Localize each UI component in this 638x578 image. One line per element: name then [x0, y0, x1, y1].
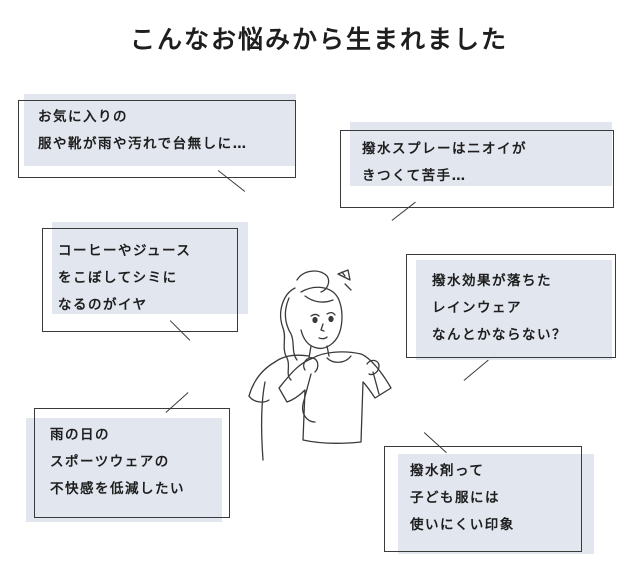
concern-line: 撥水スプレーはニオイが [362, 141, 527, 157]
concern-line: スポーツウェアの [50, 454, 170, 470]
concern-bubble-ruined-clothes: お気に入りの 服や靴が雨や汚れで台無しに… [18, 94, 308, 179]
concern-line: コーヒーやジュース [58, 243, 192, 259]
concern-line: お気に入りの [38, 109, 128, 125]
concern-line: 服や靴が雨や汚れで台無しに… [38, 136, 248, 152]
concern-line: 撥水剤って [410, 463, 485, 479]
concern-line: なるのがイヤ [58, 297, 148, 313]
concern-bubble-spray-smell: 撥水スプレーはニオイが きつくて苦手… [340, 122, 622, 210]
concern-bubble-rainwear: 撥水効果が落ちた レインウェア なんとかならない？ [406, 254, 620, 366]
concern-line: 撥水効果が落ちた [432, 273, 552, 289]
concern-line: きつくて苦手… [362, 168, 467, 184]
concern-line: 不快感を低減したい [50, 481, 185, 497]
worried-woman-illustration [248, 269, 392, 461]
concern-line: 子ども服には [410, 490, 500, 506]
concern-bubble-stains: コーヒーやジュース をこぼしてシミに なるのがイヤ [42, 222, 252, 334]
concern-bubble-sportswear: 雨の日の スポーツウェアの 不快感を低減したい [20, 408, 232, 526]
concern-bubble-kids-clothes: 撥水剤って 子ども服には 使いにくい印象 [384, 446, 596, 558]
concern-line: 雨の日の [50, 427, 110, 443]
page-title: こんなお悩みから生まれました [129, 25, 508, 54]
concern-line: なんとかならない？ [432, 327, 567, 343]
worry-mark-icon [337, 269, 352, 291]
concern-line: をこぼしてシミに [58, 270, 178, 286]
concern-line: 使いにくい印象 [410, 517, 515, 533]
concern-line: レインウェア [432, 300, 522, 316]
